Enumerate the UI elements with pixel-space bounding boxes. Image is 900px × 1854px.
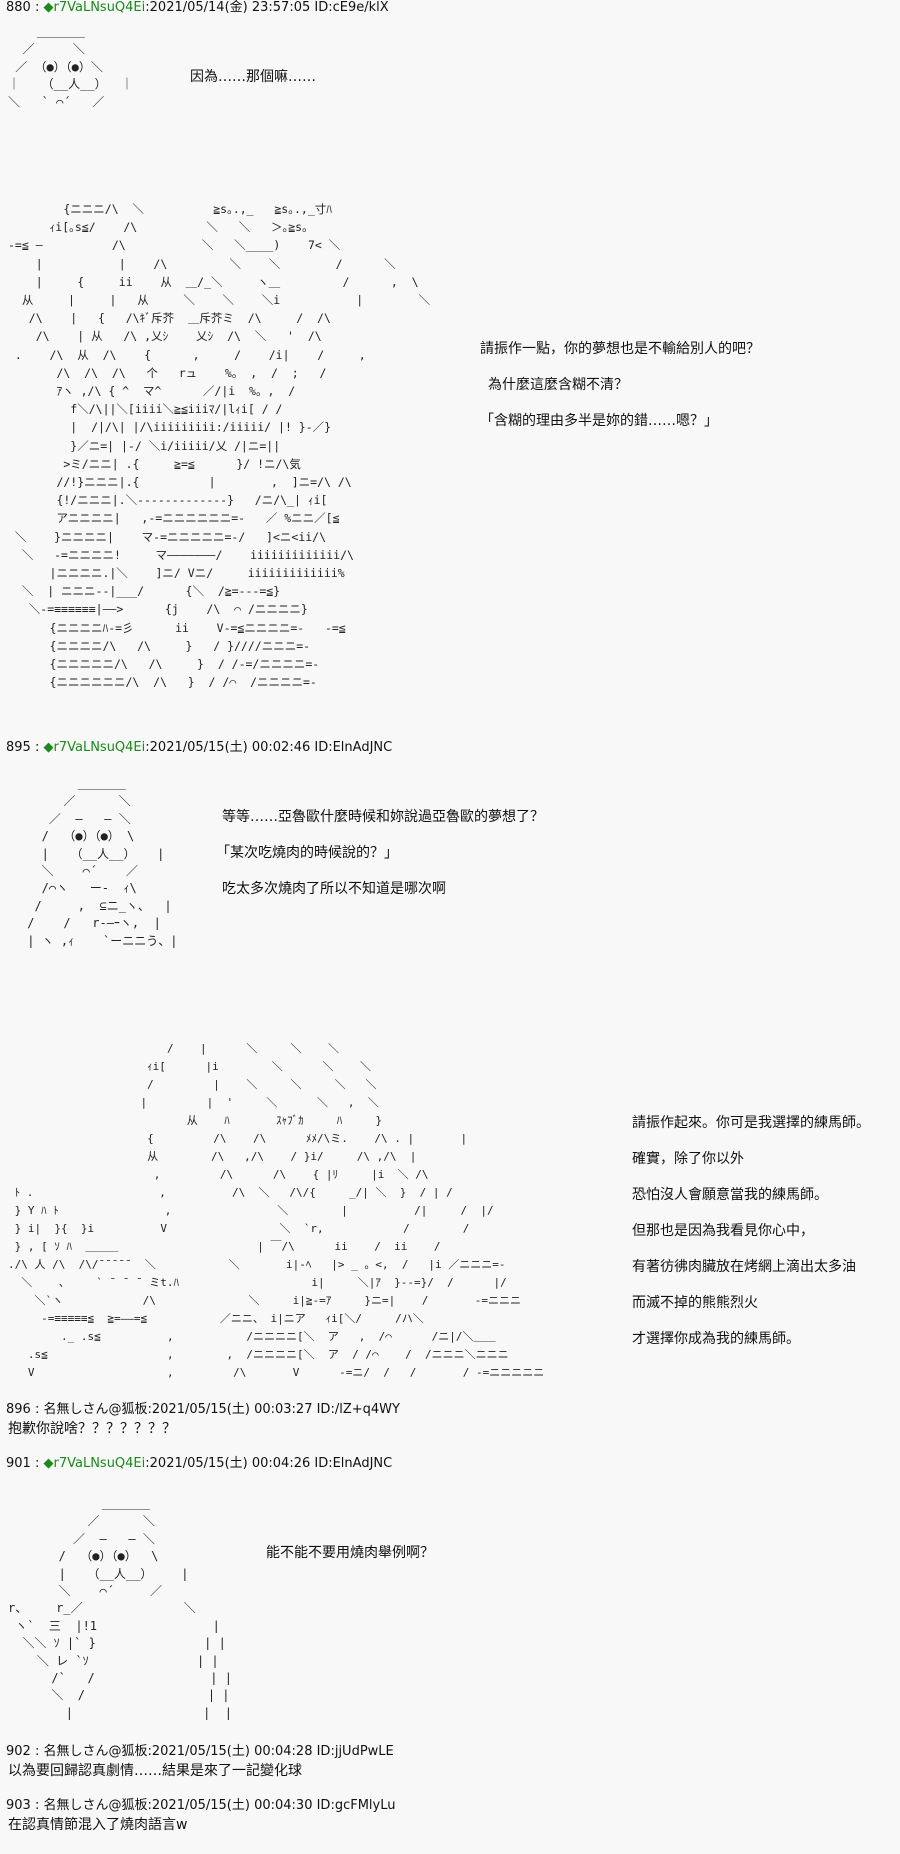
ascii-art-yaruo: ＿＿＿＿ ／ ＼ ／ （●）（●）＼ ｜ （__人__） ｜ ＼ ` ⌒´ ／ xyxy=(8,25,134,109)
poster-trip: r7VaLNsuQ4Ei xyxy=(53,0,146,15)
post-header-902: 902 : 名無しさん@狐板:2021/05/15(土) 00:04:28 ID… xyxy=(6,1744,394,1759)
ascii-art-yaruo: ＿＿＿＿ ／ ＼ ／ ― ― ＼ / （●）（●） \ | （__人__） | … xyxy=(8,1497,232,1720)
dialogue-line: 但那也是因為我看見你心中， xyxy=(632,1223,814,1239)
trip-diamond-icon: ◆ xyxy=(43,1456,54,1471)
trip-diamond-icon: ◆ xyxy=(43,740,54,755)
dialogue-line: 確實，除了你以外 xyxy=(632,1151,744,1167)
post-meta: :2021/05/14(金) 23:57:05 ID:cE9e/klX xyxy=(145,0,389,15)
ascii-art-scene: / | ＼ ＼ ＼ ｨi[ |i ＼ ＼ ＼ / | ＼ ＼ ＼ ＼ | | '… xyxy=(8,1042,545,1379)
post-body: 在認真情節混入了燒肉語言w xyxy=(8,1817,188,1833)
dialogue-line: 為什麼這麼含糊不清？ xyxy=(488,377,628,393)
dialogue-line: 而滅不掉的熊熊烈火 xyxy=(632,1295,758,1311)
poster-name: 名無しさん@狐板 xyxy=(43,1744,148,1759)
post-meta: :2021/05/15(土) 00:03:27 ID:/lZ+q4WY xyxy=(147,1402,400,1417)
post-meta: :2021/05/15(土) 00:04:30 ID:gcFMlyLu xyxy=(147,1798,396,1813)
post-number[interactable]: 895 xyxy=(6,740,31,755)
dialogue-line: 才選擇你成為我的練馬師。 xyxy=(632,1331,800,1347)
post-body: 以為要回歸認真劇情……結果是來了一記變化球 xyxy=(8,1763,302,1779)
post-body: 抱歉你說啥？？？？？？？ xyxy=(8,1421,176,1437)
poster-trip: r7VaLNsuQ4Ei xyxy=(53,740,146,755)
dialogue-line: 等等……亞魯歐什麼時候和妳說過亞魯歐的夢想了？ xyxy=(222,809,544,825)
dialogue-line: 「含糊的理由多半是妳的錯……嗯？」 xyxy=(480,413,718,429)
post-number[interactable]: 896 xyxy=(6,1402,31,1417)
dialogue-line: 有著彷彿肉臟放在烤網上滴出太多油 xyxy=(632,1259,856,1275)
poster-name: 名無しさん@狐板 xyxy=(43,1798,148,1813)
ascii-art-character: {ニニニ/\ ＼ ≧s｡.,_ ≧s｡.,_寸ﾊ ｨi[｡s≦/ /\ ＼ ＼ … xyxy=(8,202,431,690)
dialogue-line: 請振作起來。你可是我選擇的練馬師。 xyxy=(632,1115,870,1131)
post-meta: :2021/05/15(土) 00:04:26 ID:ElnAdJNC xyxy=(145,1456,393,1471)
post-header-880: 880 : ◆r7VaLNsuQ4Ei:2021/05/14(金) 23:57:… xyxy=(6,0,389,15)
trip-diamond-icon: ◆ xyxy=(43,0,54,15)
dialogue-line: 請振作一點，你的夢想也是不輸給別人的吧？ xyxy=(480,341,760,357)
dialogue-line: 「某次吃燒肉的時候說的？」 xyxy=(216,845,398,861)
post-header-901: 901 : ◆r7VaLNsuQ4Ei:2021/05/15(土) 00:04:… xyxy=(6,1456,393,1471)
dialogue-line: 恐怕沒人會願意當我的練馬師。 xyxy=(632,1187,828,1203)
post-header-903: 903 : 名無しさん@狐板:2021/05/15(土) 00:04:30 ID… xyxy=(6,1798,396,1813)
dialogue-line: 吃太多次燒肉了所以不知道是哪次啊 xyxy=(222,881,446,897)
poster-trip: r7VaLNsuQ4Ei xyxy=(53,1456,146,1471)
post-header-895: 895 : ◆r7VaLNsuQ4Ei:2021/05/15(土) 00:02:… xyxy=(6,740,393,755)
post-meta: :2021/05/15(土) 00:04:28 ID:jjUdPwLE xyxy=(147,1744,394,1759)
poster-name: 名無しさん@狐板 xyxy=(43,1402,148,1417)
post-number[interactable]: 901 xyxy=(6,1456,31,1471)
post-number[interactable]: 880 xyxy=(6,0,31,15)
ascii-art-yaruo: ＿＿＿＿ ／ ＼ ／ ― ― ＼ / （●）（●） \ | （__人__） | … xyxy=(27,777,178,948)
dialogue-line: 因為……那個嘛…… xyxy=(190,69,316,85)
post-meta: :2021/05/15(土) 00:02:46 ID:ElnAdJNC xyxy=(145,740,393,755)
dialogue-line: 能不能不要用燒肉舉例啊？ xyxy=(266,1545,434,1561)
post-number[interactable]: 902 xyxy=(6,1744,31,1759)
post-number[interactable]: 903 xyxy=(6,1798,31,1813)
post-header-896: 896 : 名無しさん@狐板:2021/05/15(土) 00:03:27 ID… xyxy=(6,1402,400,1417)
